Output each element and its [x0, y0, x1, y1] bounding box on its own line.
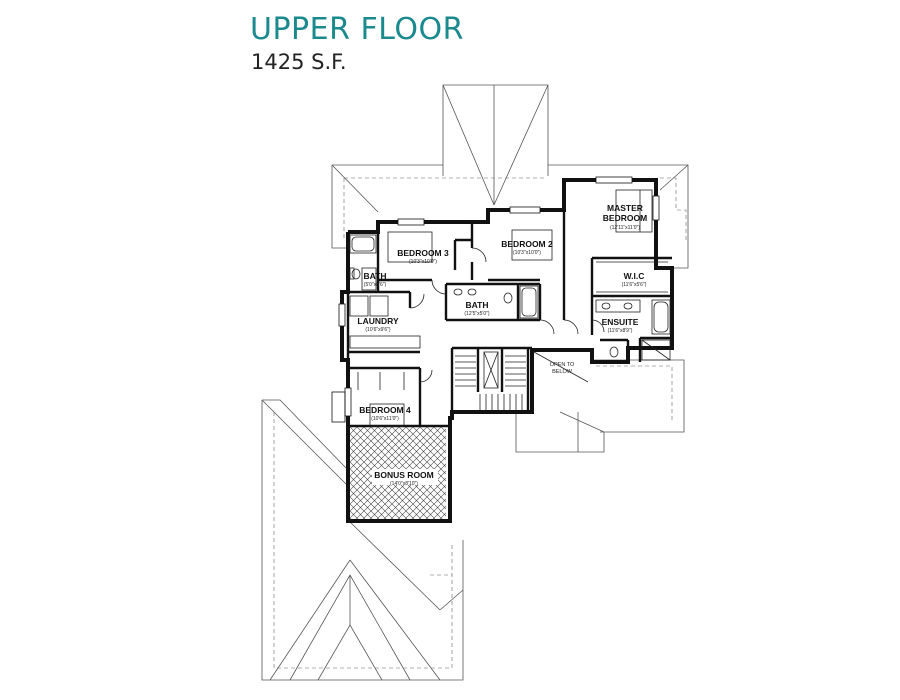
- bedroom-4-dims: (10'6"x11'0"): [371, 416, 399, 422]
- master-bedroom-dims: (12'11"x11'0"): [610, 225, 640, 231]
- bedroom-2-label: BEDROOM 2: [501, 239, 553, 249]
- wic-label: W.I.C: [624, 271, 645, 281]
- master-bedroom-label: MASTER: [607, 203, 643, 213]
- open-to-below-note: OPEN TO: [550, 362, 575, 368]
- master-bedroom-label-2: BEDROOM: [603, 213, 647, 223]
- bath-2-dims: (12'5"x5'0"): [464, 311, 490, 317]
- ensuite-dims: (11'6"x8'9"): [608, 328, 633, 334]
- bath-1-dims: (5'0"x8'6"): [364, 282, 387, 288]
- bonus-room-dims: (14'0"x8'10"): [390, 481, 418, 487]
- floor-area: 1425 S.F.: [251, 50, 347, 74]
- interior-walls: [346, 210, 672, 428]
- roof-outline: [261, 84, 689, 681]
- bath-1-label: BATH: [364, 271, 387, 281]
- laundry-label: LAUNDRY: [357, 316, 399, 326]
- windows: [331, 176, 660, 423]
- bonus-room-label: BONUS ROOM: [374, 470, 434, 480]
- bedroom-4-label: BEDROOM 4: [359, 405, 411, 415]
- open-to-below-note-2: BELOW: [552, 369, 573, 375]
- room-labels: MASTER BEDROOM (12'11"x11'0") BEDROOM 2 …: [357, 203, 647, 487]
- fixtures: [349, 189, 671, 427]
- bath-2-label: BATH: [466, 300, 489, 310]
- overhang-lines: [273, 177, 687, 669]
- page-title: UPPER FLOOR: [250, 12, 464, 47]
- bedroom-3-dims: (10'3"x10'0"): [409, 259, 437, 265]
- bedroom-2-dims: (10'3"x10'0"): [513, 250, 541, 256]
- ensuite-label: ENSUITE: [602, 317, 639, 327]
- bedroom-3-label: BEDROOM 3: [397, 248, 449, 258]
- wic-dims: (11'6"x5'6"): [622, 282, 647, 288]
- laundry-dims: (10'6"x9'6"): [365, 327, 391, 333]
